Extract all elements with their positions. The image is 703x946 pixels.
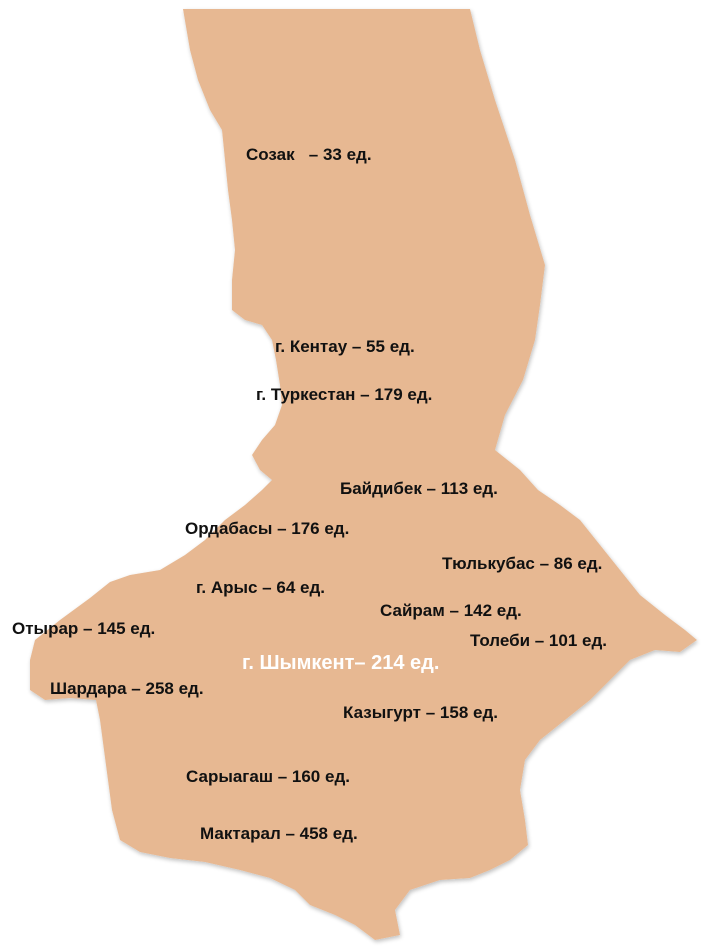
label-baydibek: Байдибек – 113 ед. [340,479,498,498]
label-sayram: Сайрам – 142 ед. [380,601,522,620]
region-shape [30,9,697,940]
label-kentau: г. Кентау – 55 ед. [275,337,415,356]
label-kazygurt: Казыгурт – 158 ед. [343,703,498,722]
label-maktaral: Мактарал – 458 ед. [200,824,358,843]
label-otyrar: Отырар – 145 ед. [12,619,155,638]
label-tyulkubas: Тюлькубас – 86 ед. [442,554,602,573]
label-sozak: Созак – 33 ед. [246,145,372,164]
label-tolebi: Толеби – 101 ед. [470,631,607,650]
label-turkestan: г. Туркестан – 179 ед. [256,385,432,404]
label-shardara: Шардара – 258 ед. [50,679,204,698]
label-saryagash: Сарыагаш – 160 ед. [186,767,350,786]
label-ordabasy: Ордабасы – 176 ед. [185,519,349,538]
label-shymkent: г. Шымкент– 214 ед. [242,652,439,674]
label-arys: г. Арыс – 64 ед. [196,578,325,597]
